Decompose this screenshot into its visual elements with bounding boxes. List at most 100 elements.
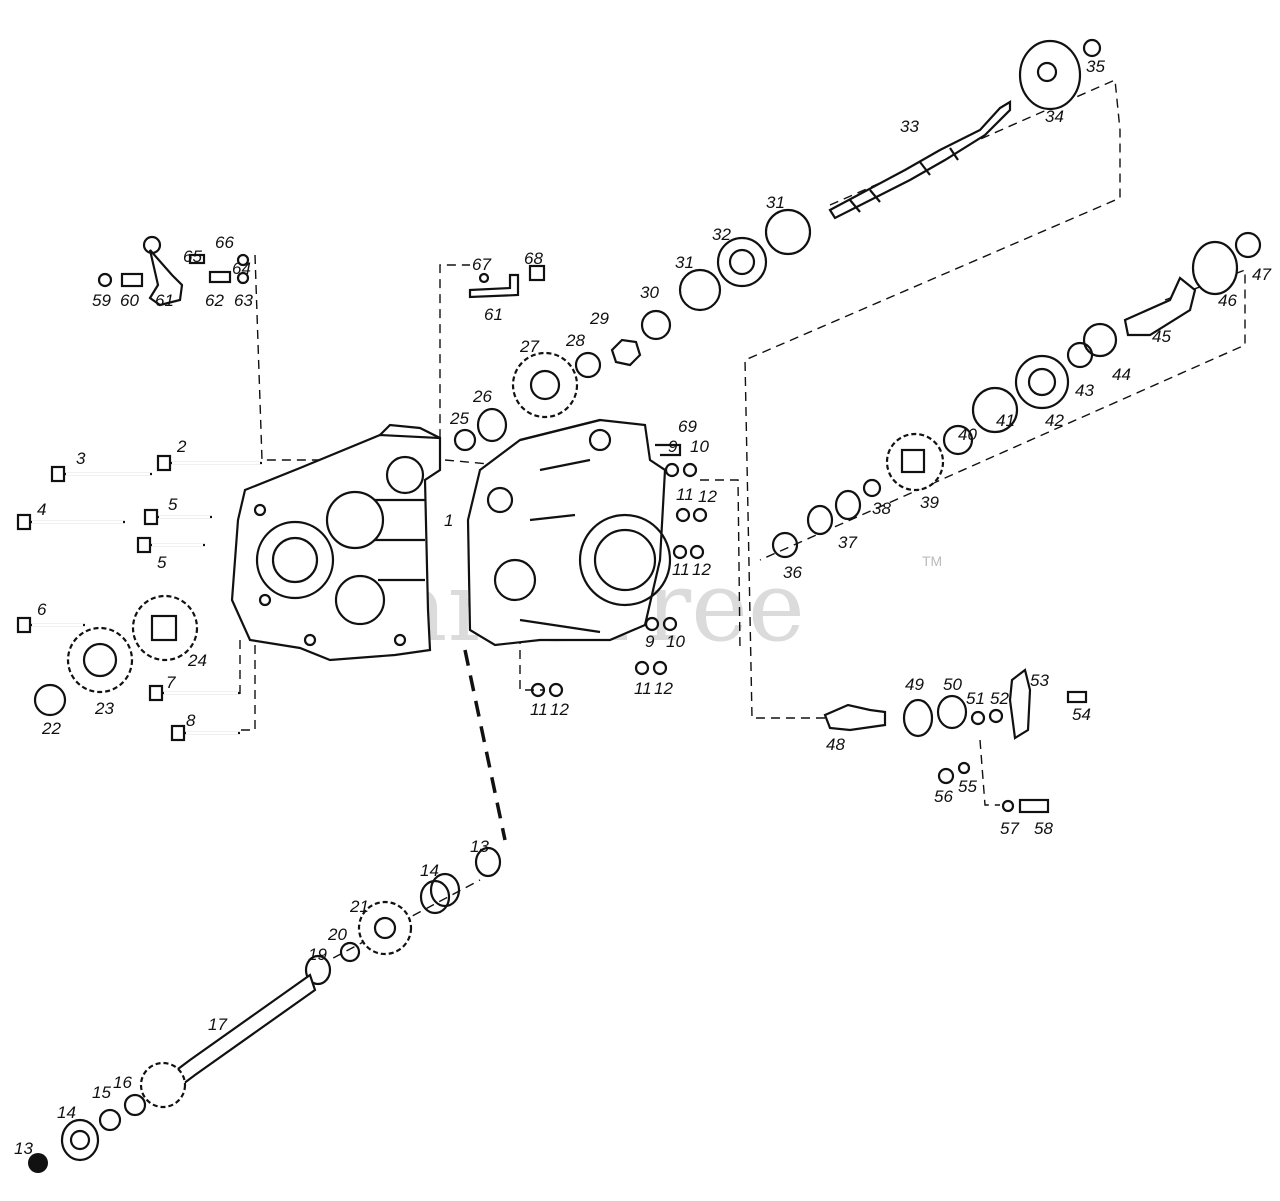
part-label-14a: 14	[420, 861, 439, 880]
part-label-43: 43	[1075, 381, 1094, 400]
part-labels: 1 2 3 4 5 5 6 7 8 9 10 11 12 11 12 9 10 …	[14, 57, 1271, 1158]
housing-left-half	[230, 423, 442, 662]
part-label-5b: 5	[157, 553, 167, 572]
part-label-61b: 61	[484, 305, 503, 324]
part-label-2: 2	[176, 437, 187, 456]
bolt-3	[50, 465, 152, 483]
part-label-33: 33	[900, 117, 919, 136]
part-label-12a: 12	[698, 487, 717, 506]
part-label-44: 44	[1112, 365, 1131, 384]
part-label-30: 30	[640, 283, 659, 302]
bolt-7	[148, 684, 240, 702]
part-label-48: 48	[826, 735, 845, 754]
shift-lever-assembly	[97, 235, 250, 307]
part-label-21: 21	[349, 897, 369, 916]
part-label-37: 37	[838, 533, 857, 552]
bolt-2	[156, 454, 262, 472]
part-label-22: 22	[41, 719, 61, 738]
part-label-31b: 31	[766, 193, 785, 212]
part-label-3: 3	[76, 449, 86, 468]
part-label-24: 24	[187, 651, 207, 670]
part-label-6: 6	[37, 600, 47, 619]
lower-shaft-assembly	[28, 846, 502, 1173]
part-label-39: 39	[920, 493, 939, 512]
part-label-31a: 31	[675, 253, 694, 272]
part-label-66: 66	[215, 233, 234, 252]
part-label-11a: 11	[676, 485, 694, 504]
part-label-35: 35	[1086, 57, 1105, 76]
part-label-62: 62	[205, 291, 224, 310]
gear-cluster-left	[33, 594, 199, 717]
part-label-11b: 11	[672, 560, 690, 579]
part-label-14b: 14	[57, 1103, 76, 1122]
part-label-65: 65	[183, 247, 202, 266]
nuts-washers	[530, 443, 708, 698]
part-label-57: 57	[1000, 819, 1019, 838]
part-label-11c: 11	[634, 679, 652, 698]
upper-shaft-assembly	[453, 38, 1102, 452]
part-label-54: 54	[1072, 705, 1091, 724]
part-label-55: 55	[958, 777, 977, 796]
part-label-10a: 10	[690, 437, 709, 456]
part-label-34: 34	[1045, 107, 1064, 126]
part-label-10b: 10	[666, 632, 685, 651]
part-label-60: 60	[120, 291, 139, 310]
part-label-58: 58	[1034, 819, 1053, 838]
bolt-6	[16, 616, 85, 634]
part-label-5a: 5	[168, 495, 178, 514]
part-label-19: 19	[308, 945, 327, 964]
part-label-9a: 9	[668, 437, 678, 456]
part-label-52: 52	[990, 689, 1009, 708]
part-label-49: 49	[905, 675, 924, 694]
part-label-36: 36	[783, 563, 802, 582]
bolt-4	[16, 513, 125, 531]
watermark-trademark: TM	[922, 553, 942, 569]
part-label-40: 40	[958, 425, 977, 444]
part-label-64: 64	[232, 259, 251, 278]
part-label-11d: 11	[530, 700, 548, 719]
part-label-12c: 12	[654, 679, 673, 698]
part-label-15: 15	[92, 1083, 111, 1102]
part-label-63: 63	[234, 291, 253, 310]
pin-assembly	[468, 264, 546, 299]
part-label-38: 38	[872, 499, 891, 518]
part-label-45: 45	[1152, 327, 1171, 346]
bolts	[16, 454, 262, 742]
part-label-47: 47	[1252, 265, 1271, 284]
part-label-13a: 13	[470, 837, 489, 856]
shift-fork-assembly	[823, 668, 1088, 814]
housing-right-half	[466, 418, 672, 647]
part-label-27: 27	[519, 337, 539, 356]
part-label-12d: 12	[550, 700, 569, 719]
part-label-68: 68	[524, 249, 543, 268]
part-label-8: 8	[186, 711, 196, 730]
bolt-5b	[136, 536, 205, 554]
part-label-50: 50	[943, 675, 962, 694]
bolt-5a	[143, 508, 212, 526]
part-label-16: 16	[113, 1073, 132, 1092]
part-label-23: 23	[94, 699, 114, 718]
part-label-67: 67	[472, 255, 491, 274]
part-label-53: 53	[1030, 671, 1049, 690]
part-label-42: 42	[1045, 411, 1064, 430]
part-label-25: 25	[449, 409, 469, 428]
part-label-9b: 9	[645, 632, 655, 651]
part-label-51: 51	[966, 689, 985, 708]
right-shaft-assembly	[771, 231, 1262, 559]
part-label-1: 1	[444, 511, 453, 530]
part-label-26: 26	[472, 387, 492, 406]
part-label-4: 4	[37, 500, 46, 519]
part-label-20: 20	[327, 925, 347, 944]
part-label-28: 28	[565, 331, 585, 350]
part-label-69: 69	[678, 417, 697, 436]
part-label-12b: 12	[692, 560, 711, 579]
part-label-41: 41	[996, 411, 1015, 430]
part-label-46: 46	[1218, 291, 1237, 310]
part-label-56: 56	[934, 787, 953, 806]
part-label-17: 17	[208, 1015, 227, 1034]
part-label-59: 59	[92, 291, 111, 310]
bolt-8	[170, 724, 240, 742]
part-label-32: 32	[712, 225, 731, 244]
